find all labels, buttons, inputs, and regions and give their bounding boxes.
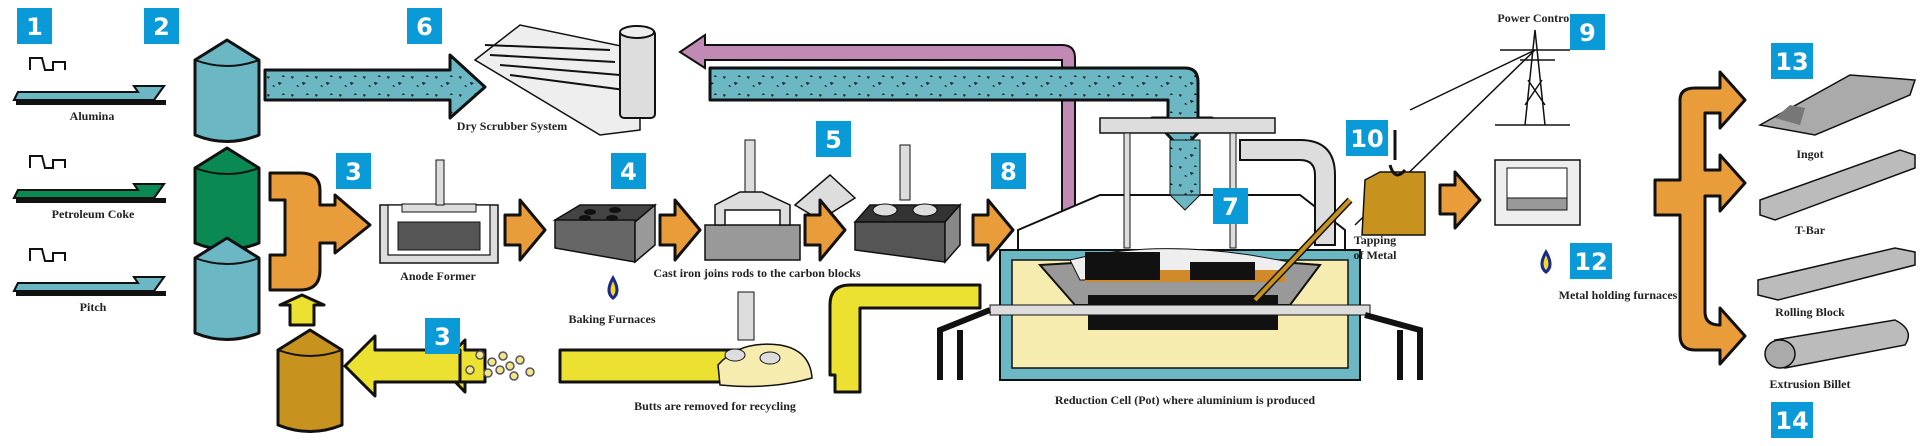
dry-scrubber-label: Dry Scrubber System	[457, 119, 567, 133]
rodded-anode-icon	[853, 144, 962, 264]
butts-recycle-duct	[828, 283, 982, 394]
reduction-cell-icon	[937, 117, 1423, 381]
dry-scrubber-icon	[473, 24, 656, 136]
step-badge: 9	[1570, 14, 1605, 50]
reduction-cell-label: Reduction Cell (Pot) where aluminium is …	[1055, 393, 1316, 407]
raw-material-merge-arrow	[268, 171, 372, 292]
holding-furnaces-label: Metal holding furnaces	[1559, 288, 1678, 302]
step-badge: 4	[611, 153, 646, 189]
rodding-station-icon	[704, 139, 857, 261]
svg-text:5: 5	[825, 126, 842, 154]
pitch-label: Pitch	[80, 300, 107, 314]
step-badge: 1	[17, 8, 52, 44]
step-badge: 13	[1771, 43, 1813, 79]
tbar-icon	[1759, 149, 1916, 221]
svg-text:2: 2	[153, 13, 170, 41]
flame-icon	[1540, 248, 1552, 274]
flow-arrow	[803, 198, 847, 262]
step-badge: 2	[144, 8, 179, 44]
ingot-icon	[1757, 74, 1917, 136]
alumina-label: Alumina	[70, 109, 115, 123]
butts-silo	[276, 328, 344, 433]
svg-text:13: 13	[1775, 48, 1808, 76]
svg-text:3: 3	[434, 323, 451, 351]
flame-icon	[607, 274, 619, 300]
pitch-ship	[12, 248, 167, 297]
step-badge: 3	[425, 318, 460, 354]
cast-iron-label: Cast iron joins rods to the carbon block…	[653, 266, 861, 280]
anode-former-label: Anode Former	[400, 269, 476, 283]
holding-furnace-icon	[1494, 159, 1581, 226]
flow-arrow	[1438, 170, 1482, 230]
power-control-label: Power Control	[1497, 11, 1573, 25]
carbon-block-icon	[552, 203, 658, 264]
svg-text:14: 14	[1775, 407, 1808, 435]
step-badge: 10	[1346, 120, 1388, 156]
rolling-block-label: Rolling Block	[1775, 305, 1845, 319]
svg-text:12: 12	[1574, 248, 1607, 276]
extrusion-billet-label: Extrusion Billet	[1769, 377, 1850, 391]
coke-ship	[12, 155, 167, 204]
svg-text:6: 6	[416, 13, 433, 41]
svg-text:8: 8	[1000, 158, 1017, 186]
pitch-silo	[193, 236, 261, 341]
petroleum-coke-label: Petroleum Coke	[52, 207, 135, 221]
flow-arrow	[503, 198, 547, 262]
butts-label: Butts are removed for recycling	[634, 399, 796, 413]
extrusion-billet-icon	[1764, 319, 1910, 369]
step-badge: 3	[336, 153, 371, 189]
step-badge: 5	[816, 121, 851, 157]
alumina-feed-arrow	[708, 66, 1214, 152]
step-badge: 14	[1771, 402, 1813, 438]
svg-text:10: 10	[1350, 125, 1383, 153]
spent-anode-butt-icon	[717, 291, 813, 388]
alumina-silo	[193, 38, 261, 143]
svg-text:9: 9	[1579, 19, 1596, 47]
svg-text:3: 3	[345, 158, 362, 186]
tapping-label-2: of Metal	[1354, 248, 1398, 262]
flow-arrow	[971, 198, 1015, 262]
tapping-crucible-icon	[1361, 130, 1426, 236]
product-distribution-arrow	[1653, 70, 1747, 366]
coke-silo	[193, 146, 261, 251]
alumina-flow-arrow	[263, 53, 487, 120]
step-badge: 6	[407, 8, 442, 44]
svg-text:1: 1	[26, 13, 43, 41]
step-badge: 7	[1213, 188, 1248, 224]
step-badge: 12	[1570, 243, 1612, 279]
recycle-up-arrow	[278, 293, 326, 327]
rolling-block-icon	[1757, 247, 1916, 301]
anode-former-icon	[379, 159, 499, 264]
fume-duct	[678, 33, 1076, 226]
svg-text:7: 7	[1222, 193, 1239, 221]
flow-arrow	[658, 198, 702, 262]
tapping-label-1: Tapping	[1354, 233, 1396, 247]
tbar-label: T-Bar	[1795, 223, 1826, 237]
baking-furnaces-label: Baking Furnaces	[568, 312, 655, 326]
butts-crushed-icon	[465, 350, 535, 381]
svg-text:4: 4	[620, 158, 637, 186]
alumina-ship	[12, 57, 167, 106]
ingot-label: Ingot	[1796, 147, 1823, 161]
step-badge: 8	[991, 153, 1026, 189]
